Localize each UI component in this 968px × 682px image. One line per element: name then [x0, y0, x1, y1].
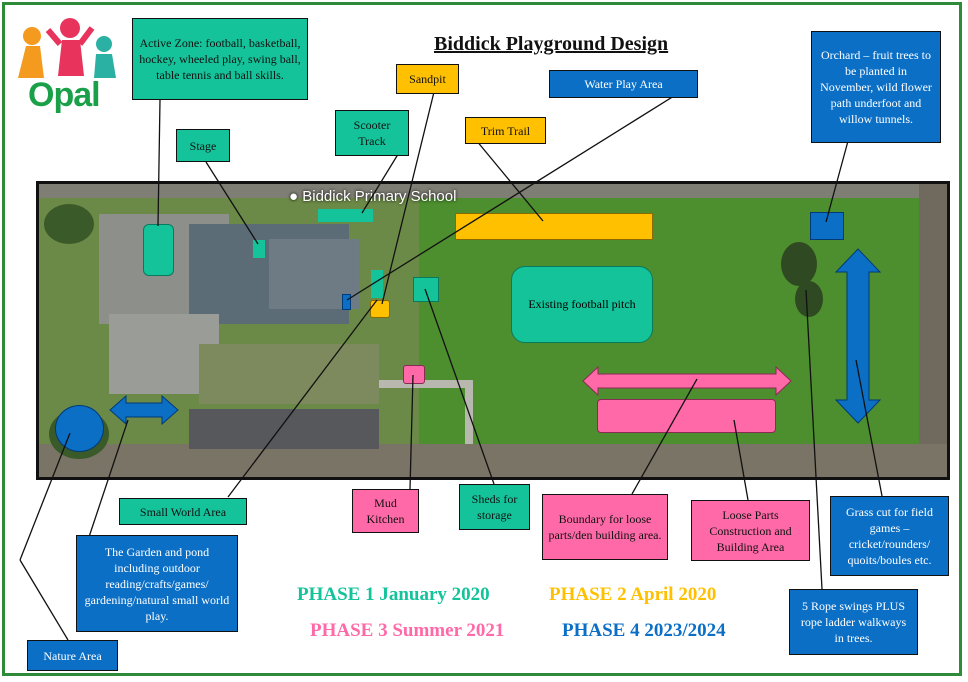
nature-area-marker	[55, 405, 104, 452]
small-world-callout: Small World Area	[119, 498, 247, 525]
scooter-track-callout: Scooter Track	[335, 110, 409, 156]
phase-4-label: PHASE 4 2023/2024	[562, 620, 726, 641]
small-world-marker	[371, 270, 383, 298]
phase-2-label: PHASE 2 April 2020	[549, 584, 717, 605]
phase-3-label: PHASE 3 Summer 2021	[310, 620, 505, 641]
orchard-callout: Orchard – fruit trees to be planted in N…	[811, 31, 941, 143]
nature-area-callout: Nature Area	[27, 640, 118, 671]
water-play-marker	[342, 294, 351, 310]
page-title: Biddick Playground Design	[434, 33, 669, 55]
orchard-marker	[810, 212, 844, 240]
school-name: Biddick Primary School	[302, 188, 457, 205]
logo-text: Opal	[28, 76, 101, 114]
football-pitch: Existing football pitch	[511, 266, 653, 343]
stage-marker	[253, 240, 265, 258]
phase-1-label: PHASE 1 January 2020	[297, 584, 490, 605]
loose-parts-callout: Loose Parts Construction and Building Ar…	[691, 500, 810, 561]
map-pin-icon: ●	[289, 188, 299, 205]
pitch-label: Existing football pitch	[528, 297, 636, 311]
loose-parts-marker	[597, 399, 776, 433]
active-zone-callout: Active Zone: football, basketball, hocke…	[132, 18, 308, 100]
mud-kitchen-callout: Mud Kitchen	[352, 489, 419, 533]
sheds-marker	[413, 277, 439, 302]
scooter-track-marker	[318, 209, 373, 222]
sheds-callout: Sheds for storage	[459, 484, 530, 530]
school-label: ● Biddick Primary School	[289, 188, 456, 205]
grass-cut-callout: Grass cut for field games – cricket/roun…	[830, 496, 949, 576]
rope-swings-callout: 5 Rope swings PLUS rope ladder walkways …	[789, 589, 918, 655]
sandpit-marker	[370, 300, 390, 318]
opal-logo: Opal	[10, 16, 122, 114]
water-play-callout: Water Play Area	[549, 70, 698, 98]
mud-kitchen-marker	[403, 365, 425, 384]
garden-callout: The Garden and pond including outdoor re…	[76, 535, 238, 632]
trim-trail-marker	[455, 213, 653, 240]
stage-callout: Stage	[176, 129, 230, 162]
active-zone-marker	[143, 224, 174, 276]
boundary-callout: Boundary for loose parts/den building ar…	[542, 494, 668, 560]
sandpit-callout: Sandpit	[396, 64, 459, 94]
trim-trail-callout: Trim Trail	[465, 117, 546, 144]
